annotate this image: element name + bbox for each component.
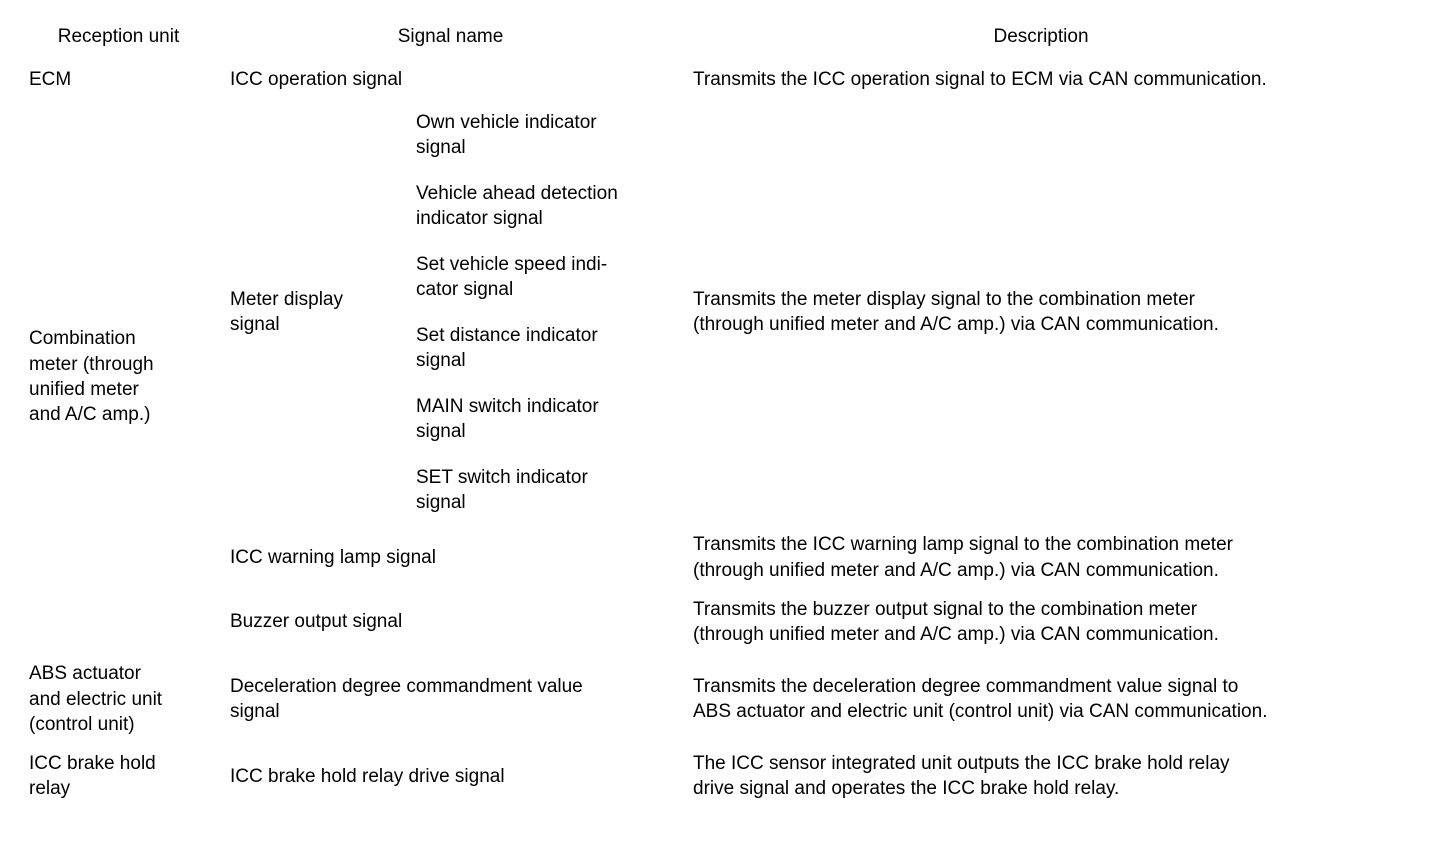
cell-sub-signal-own-vehicle-indicator: Own vehicle indicator signal xyxy=(405,99,682,171)
cell-sub-signal-vehicle-ahead-detection: Vehicle ahead detection indicator signal xyxy=(405,170,682,242)
cell-text: ICC operation signal xyxy=(230,69,403,90)
cell-signal-name-icc-brake-hold-relay-drive: ICC brake hold relay drive signal xyxy=(219,744,682,809)
cell-text: Set vehicle speed indi- cator signal xyxy=(416,253,608,300)
cell-text: Vehicle ahead detection indicator signal xyxy=(416,182,618,229)
cell-signal-name-icc-warning-lamp: ICC warning lamp signal xyxy=(219,525,682,590)
sub-signal-table: Own vehicle indicator signal Vehicle ahe… xyxy=(405,99,682,526)
cell-sub-signal-list: Own vehicle indicator signal Vehicle ahe… xyxy=(405,99,682,526)
cell-sub-signal-main-switch-indicator: MAIN switch indicator signal xyxy=(405,383,682,455)
cell-sub-signal-set-switch-indicator: SET switch indicator signal xyxy=(405,454,682,526)
cell-text: MAIN switch indicator signal xyxy=(416,395,599,442)
sub-signal-row: Own vehicle indicator signal xyxy=(405,99,682,171)
cell-text: ICC brake hold relay xyxy=(29,753,156,800)
table-row-ecm: ECM ICC operation signal Transmits the I… xyxy=(18,60,1400,100)
cell-text: ECM xyxy=(29,69,72,90)
table-row-meter-display: Combination meter (through unified meter… xyxy=(18,99,1400,655)
sub-signal-row: Vehicle ahead detection indicator signal xyxy=(405,170,682,242)
sub-signal-row: Set distance indicator signal xyxy=(405,312,682,384)
cell-reception-unit-abs-actuator: ABS actuator and electric unit (control … xyxy=(18,654,219,745)
table-body: ECM ICC operation signal Transmits the I… xyxy=(18,60,1400,809)
cell-text: Transmits the meter display signal to th… xyxy=(693,289,1219,336)
header-row: Reception unit Signal name Description xyxy=(18,14,1400,60)
cell-text: Set distance indicator signal xyxy=(416,324,598,371)
cell-text: The ICC sensor integrated unit outputs t… xyxy=(693,753,1230,800)
signal-reception-table: Reception unit Signal name Description E… xyxy=(18,14,1400,809)
cell-description-buzzer-output: Transmits the buzzer output signal to th… xyxy=(682,589,1400,655)
cell-text: SET switch indicator signal xyxy=(416,466,588,513)
table-row-buzzer-output: Buzzer output signal Transmits the buzze… xyxy=(18,589,1400,655)
cell-description-icc-brake-hold-relay: The ICC sensor integrated unit outputs t… xyxy=(682,744,1400,809)
cell-sub-signal-set-vehicle-speed-indicator: Set vehicle speed indi- cator signal xyxy=(405,241,682,313)
cell-reception-unit-combination-meter: Combination meter (through unified meter… xyxy=(18,99,219,655)
cell-text: ABS actuator and electric unit (control … xyxy=(29,663,163,735)
cell-signal-name-deceleration-degree: Deceleration degree commandment value si… xyxy=(219,654,682,745)
cell-text: Own vehicle indicator signal xyxy=(416,111,597,158)
column-header-description: Description xyxy=(682,14,1400,60)
cell-text: Transmits the deceleration degree comman… xyxy=(693,675,1268,723)
cell-text: Meter display signal xyxy=(230,289,343,336)
cell-text: Transmits the ICC operation signal to EC… xyxy=(693,69,1267,90)
column-header-reception-unit: Reception unit xyxy=(18,14,219,60)
sub-signal-row: MAIN switch indicator signal xyxy=(405,383,682,455)
table-header: Reception unit Signal name Description xyxy=(18,14,1400,60)
cell-signal-name-icc-operation: ICC operation signal xyxy=(219,60,682,100)
cell-text: Transmits the buzzer output signal to th… xyxy=(693,598,1219,646)
table-row-icc-brake-hold-relay: ICC brake hold relay ICC brake hold rela… xyxy=(18,744,1400,809)
cell-reception-unit-icc-brake-hold-relay: ICC brake hold relay xyxy=(18,744,219,809)
cell-text: Combination meter (through unified meter… xyxy=(29,328,154,426)
cell-text: Buzzer output signal xyxy=(230,611,403,633)
sub-signal-row: SET switch indicator signal xyxy=(405,454,682,526)
cell-signal-name-buzzer-output: Buzzer output signal xyxy=(219,589,682,655)
cell-description-icc-warning-lamp: Transmits the ICC warning lamp signal to… xyxy=(682,525,1400,590)
cell-description-meter-display: Transmits the meter display signal to th… xyxy=(682,99,1400,526)
cell-text: ICC warning lamp signal xyxy=(230,546,436,568)
cell-reception-unit-ecm: ECM xyxy=(18,60,219,100)
cell-signal-group-meter-display: Meter display signal xyxy=(219,99,405,526)
column-header-signal-name: Signal name xyxy=(219,14,682,60)
table-row-abs-actuator: ABS actuator and electric unit (control … xyxy=(18,654,1400,745)
cell-text: ICC brake hold relay drive signal xyxy=(230,765,505,787)
cell-text: Deceleration degree commandment value si… xyxy=(230,675,583,723)
sub-signal-row: Set vehicle speed indi- cator signal xyxy=(405,241,682,313)
cell-description-deceleration-degree: Transmits the deceleration degree comman… xyxy=(682,654,1400,745)
cell-description-icc-operation: Transmits the ICC operation signal to EC… xyxy=(682,60,1400,100)
cell-text: Transmits the ICC warning lamp signal to… xyxy=(693,534,1233,581)
table-row-icc-warning-lamp: ICC warning lamp signal Transmits the IC… xyxy=(18,525,1400,590)
cell-sub-signal-set-distance-indicator: Set distance indicator signal xyxy=(405,312,682,384)
